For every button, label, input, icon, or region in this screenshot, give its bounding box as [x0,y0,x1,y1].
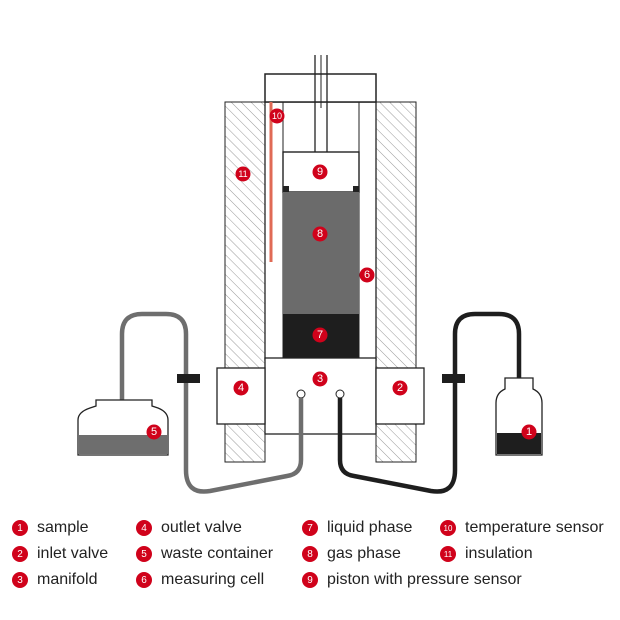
marker-3: 3 [312,371,328,387]
legend-label: manifold [37,571,98,588]
legend-badge: 10 [440,520,456,536]
legend-badge: 4 [136,520,152,536]
waste-container-liquid [79,435,167,454]
legend-label: outlet valve [161,519,242,536]
legend-item-temperature-sensor: 10 temperature sensor [440,518,604,538]
outlet-valve [216,367,266,425]
marker-1: 1 [521,424,537,440]
legend-item-liquid-phase: 7 liquid phase [302,518,412,538]
legend-label: waste container [161,545,274,562]
marker-5: 5 [146,424,162,440]
legend-item-insulation: 11 insulation [440,544,533,564]
legend-item-measuring-cell: 6 measuring cell [136,570,264,590]
legend-badge: 2 [12,546,28,562]
svg-text:8: 8 [317,228,323,240]
marker-9: 9 [312,164,328,180]
marker-10: 10 [269,108,285,124]
legend-label: temperature sensor [465,519,604,536]
legend-label: measuring cell [161,571,265,588]
legend-label: insulation [465,545,533,562]
legend-item-sample: 1 sample [12,518,89,538]
legend-item-inlet-valve: 2 inlet valve [12,544,108,564]
svg-text:2: 2 [397,382,403,394]
legend-item-gas-phase: 8 gas phase [302,544,401,564]
legend-label: sample [37,519,89,536]
marker-7: 7 [312,327,328,343]
marker-6: 6 [359,267,375,283]
waste-tube [119,311,304,494]
marker-4: 4 [233,380,249,396]
piston-seal-right [353,186,359,192]
measuring-cell-diagram: 1 2 3 4 5 6 7 8 9 10 11 [77,55,543,494]
svg-text:4: 4 [238,382,244,394]
legend-item-outlet-valve: 4 outlet valve [136,518,242,538]
svg-text:6: 6 [364,269,370,281]
svg-text:9: 9 [317,166,323,178]
marker-2: 2 [392,380,408,396]
inlet-valve [375,367,425,425]
legend-badge: 9 [302,572,318,588]
manifold [264,357,377,435]
legend-label: inlet valve [37,545,109,562]
svg-text:3: 3 [317,373,323,385]
legend-badge: 7 [302,520,318,536]
legend-badge: 1 [12,520,28,536]
marker-8: 8 [312,226,328,242]
legend-label: liquid phase [327,519,413,536]
legend-label: gas phase [327,545,401,562]
legend-badge: 5 [136,546,152,562]
svg-text:11: 11 [238,169,247,179]
svg-text:10: 10 [272,111,282,121]
legend-item-piston: 9 piston with pressure sensor [302,570,522,590]
svg-text:1: 1 [526,426,532,438]
waste-tube-clamp [177,374,200,383]
legend-badge: 11 [440,546,456,562]
svg-text:5: 5 [151,426,157,438]
marker-11: 11 [235,166,251,182]
legend-badge: 8 [302,546,318,562]
svg-text:7: 7 [317,329,323,341]
sample-tube-clamp [442,374,465,383]
legend-badge: 6 [136,572,152,588]
legend-item-manifold: 3 manifold [12,570,97,590]
gas-phase [283,192,359,314]
legend-label: piston with pressure sensor [327,571,522,588]
legend-item-waste-container: 5 waste container [136,544,273,564]
manifold-port-inlet [335,389,345,399]
sample-tube [337,311,522,494]
piston-seal-left [283,186,289,192]
legend-badge: 3 [12,572,28,588]
manifold-port-outlet [296,389,306,399]
